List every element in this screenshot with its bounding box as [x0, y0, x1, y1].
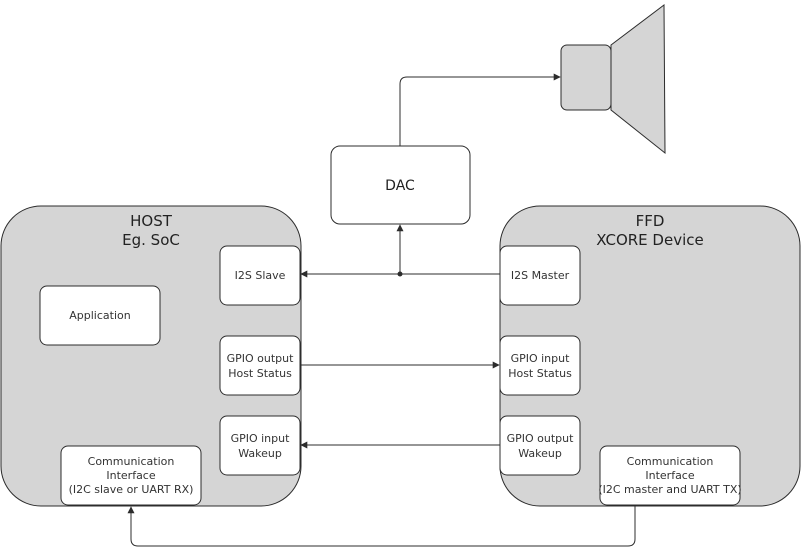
ffd-gpio-output-sublabel: Wakeup: [518, 447, 562, 460]
ffd-gpio-input-sublabel: Host Status: [508, 367, 572, 380]
host-gpio-input-box: GPIO input Wakeup: [219, 415, 301, 476]
host-gpio-input-label: GPIO input: [231, 432, 291, 445]
i2s-master-label: I2S Master: [511, 269, 570, 282]
ffd-comm-interface-box: Communication Interface (I2C master and …: [598, 445, 742, 506]
application-label: Application: [69, 309, 130, 322]
i2s-slave-box: I2S Slave: [219, 245, 301, 306]
host-subtitle: Eg. SoC: [122, 231, 180, 249]
dac-label: DAC: [385, 178, 415, 194]
ffd-gpio-input-label: GPIO input: [511, 352, 571, 365]
host-gpio-output-label: GPIO output: [227, 352, 295, 365]
host-title: HOST: [130, 212, 173, 230]
host-gpio-input-sublabel: Wakeup: [238, 447, 282, 460]
host-comm-label: Communication: [88, 455, 175, 468]
ffd-subtitle: XCORE Device: [596, 231, 703, 249]
i2s-master-box: I2S Master: [499, 245, 581, 306]
host-gpio-output-box: GPIO output Host Status: [219, 335, 301, 396]
ffd-title: FFD: [636, 212, 665, 230]
ffd-gpio-input-box: GPIO input Host Status: [499, 335, 581, 396]
speaker-icon: [560, 4, 666, 155]
host-gpio-output-sublabel: Host Status: [228, 367, 292, 380]
ffd-comm-detail: (I2C master and UART TX): [598, 483, 741, 496]
dac-to-speaker-arrow: [399, 73, 561, 146]
ffd-gpio-output-box: GPIO output Wakeup: [499, 415, 581, 476]
comm-link-arrow: [127, 506, 636, 547]
connectors: [127, 73, 636, 547]
ffd-gpio-output-label: GPIO output: [507, 432, 575, 445]
dac-box: DAC: [330, 145, 471, 225]
ffd-comm-sublabel: Interface: [645, 469, 694, 482]
ffd-comm-label: Communication: [627, 455, 714, 468]
host-comm-interface-box: Communication Interface (I2C slave or UA…: [60, 445, 202, 506]
i2s-slave-label: I2S Slave: [235, 269, 286, 282]
application-box: Application: [39, 285, 161, 346]
host-comm-detail: (I2C slave or UART RX): [69, 483, 194, 496]
host-comm-sublabel: Interface: [106, 469, 155, 482]
